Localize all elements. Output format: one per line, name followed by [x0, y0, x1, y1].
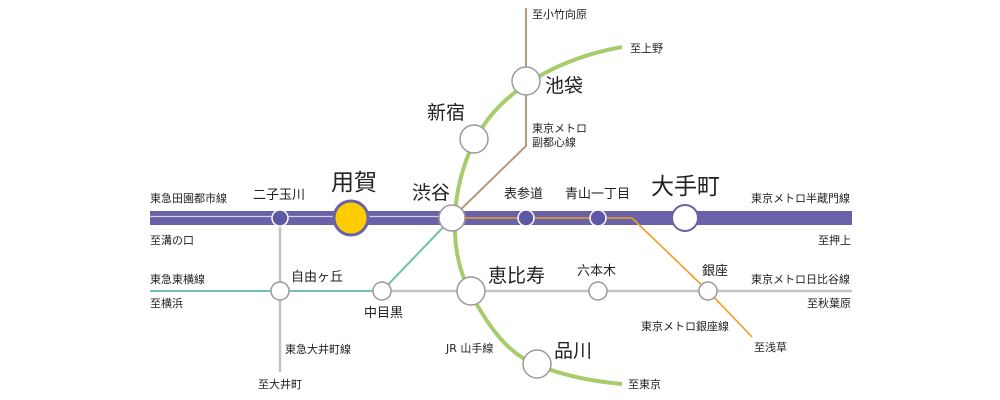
label-nakameguro: 中目黒 — [364, 306, 403, 321]
station-ginza[interactable] — [698, 281, 718, 301]
label-dir-ueno: 至上野 — [630, 42, 663, 55]
label-jiyugaoka: 自由ヶ丘 — [291, 270, 343, 285]
label-line-ginza: 東京メトロ銀座線 — [641, 319, 729, 333]
label-line-fukutoshin-1: 東京メトロ — [532, 121, 587, 135]
station-ebisu[interactable] — [456, 276, 486, 306]
label-futako-tamagawa: 二子玉川 — [253, 188, 305, 203]
station-ikebukuro[interactable] — [511, 66, 541, 96]
label-yoga: 用賀 — [331, 170, 377, 196]
label-roppongi: 六本木 — [577, 264, 616, 279]
label-dir-oimachi: 至大井町 — [258, 377, 302, 391]
label-ebisu: 恵比寿 — [488, 265, 545, 287]
label-omotesando: 表参道 — [504, 186, 543, 202]
label-dir-asakusa: 至浅草 — [754, 341, 787, 354]
station-omotesando[interactable] — [517, 209, 535, 227]
station-nakameguro[interactable] — [372, 281, 392, 301]
label-dir-yokohama: 至横浜 — [150, 296, 183, 310]
label-ikebukuro: 池袋 — [545, 75, 583, 97]
station-shinagawa[interactable] — [522, 349, 552, 379]
label-line-yamanote: JR 山手線 — [445, 341, 493, 355]
label-otemachi: 大手町 — [651, 174, 720, 200]
station-jiyugaoka[interactable] — [270, 281, 290, 301]
fukutoshin-line — [451, 8, 527, 219]
ginza-line — [452, 217, 753, 338]
station-futako-tamagawa[interactable] — [271, 209, 289, 227]
label-shibuya: 渋谷 — [412, 182, 450, 204]
label-line-hanzomon: 東京メトロ半蔵門線 — [751, 191, 850, 205]
label-line-oimachi: 東急大井町線 — [285, 342, 351, 356]
label-dir-oshiage: 至押上 — [818, 233, 851, 247]
label-shinagawa: 品川 — [554, 340, 592, 362]
label-dir-mizonokuchi: 至溝の口 — [150, 234, 194, 247]
label-ginza: 銀座 — [702, 264, 728, 279]
label-line-fukutoshin-2: 副都心線 — [532, 135, 576, 149]
station-roppongi[interactable] — [588, 281, 608, 301]
label-line-hibiya: 東京メトロ日比谷線 — [751, 272, 850, 286]
label-dir-kotakemukaihara: 至小竹向原 — [532, 7, 587, 21]
station-yoga[interactable] — [332, 199, 370, 237]
label-dir-akihabara: 至秋葉原 — [807, 296, 851, 310]
label-dir-tokyo: 至東京 — [628, 377, 661, 391]
station-otemachi[interactable] — [671, 204, 699, 232]
label-shinjuku: 新宿 — [427, 102, 465, 124]
label-line-toyoko: 東急東横線 — [150, 272, 205, 286]
station-shibuya[interactable] — [438, 204, 466, 232]
label-aoyama-itchome: 青山一丁目 — [565, 187, 630, 202]
station-aoyama-itchome[interactable] — [589, 209, 607, 227]
label-line-denentoshi: 東急田園都市線 — [150, 191, 227, 205]
station-shinjuku[interactable] — [459, 124, 489, 154]
